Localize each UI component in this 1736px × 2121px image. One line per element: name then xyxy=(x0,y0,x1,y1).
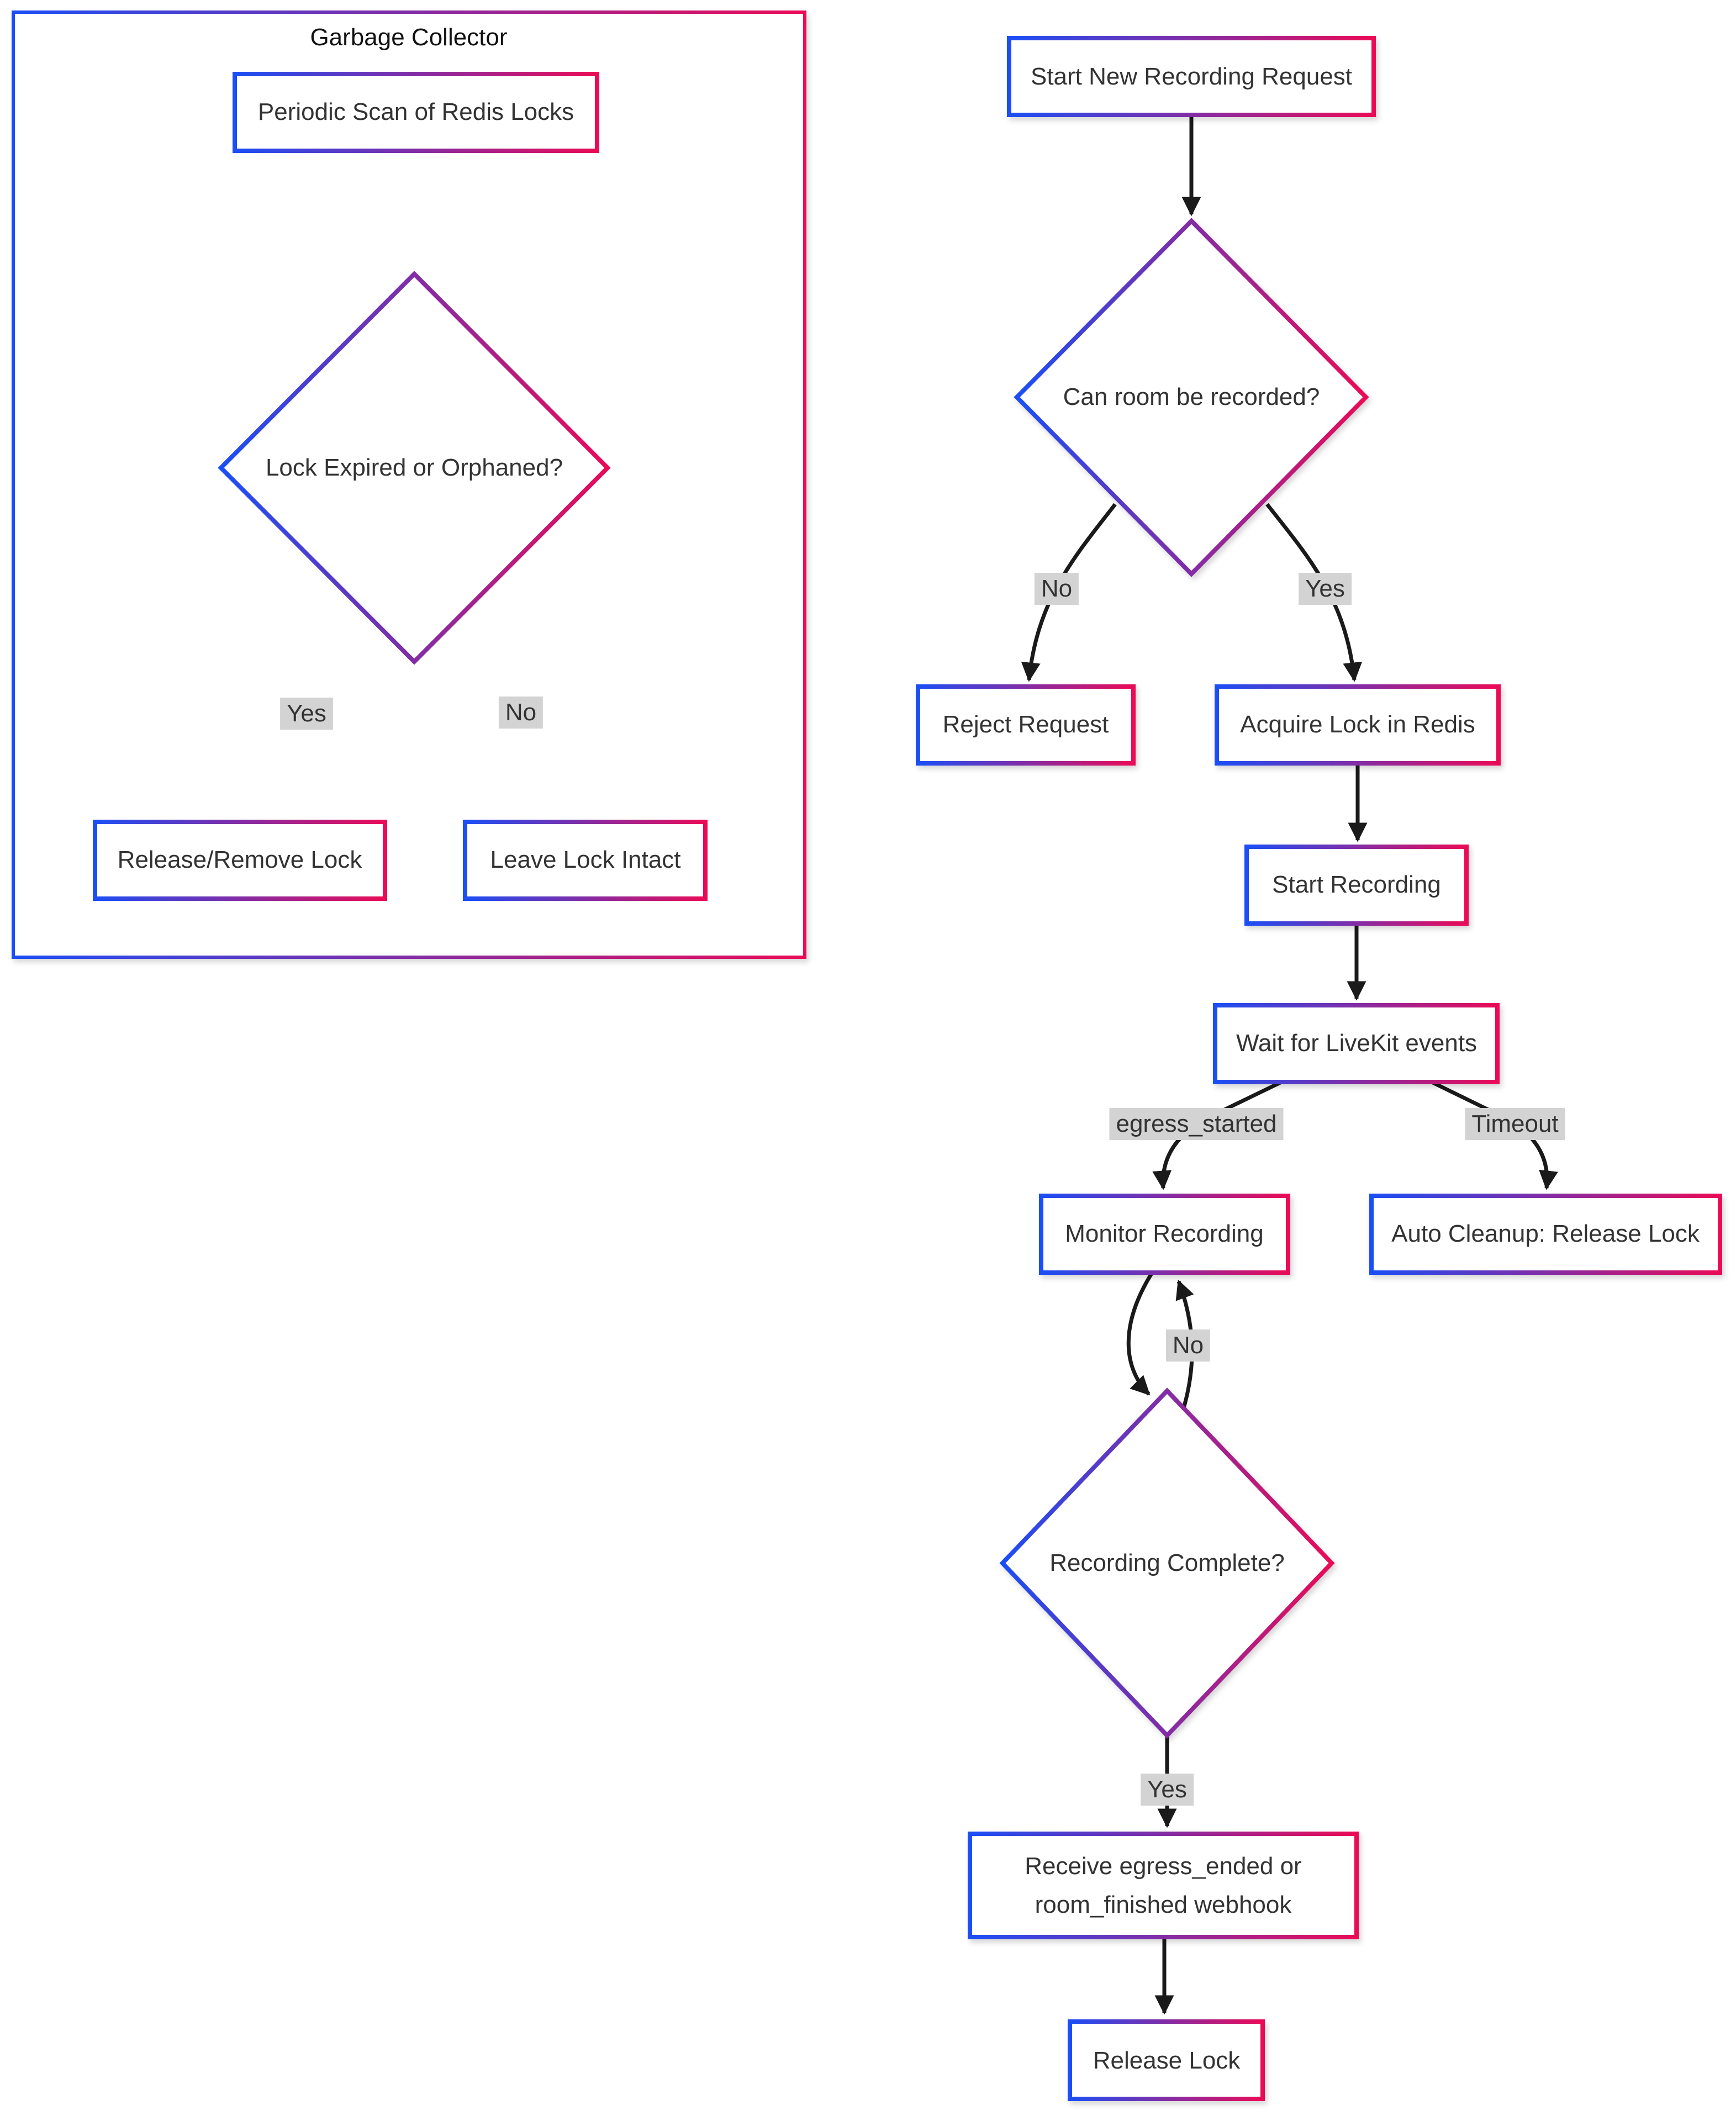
lock-expired-decision-label: Lock Expired or Orphaned? xyxy=(265,454,563,481)
receive-webhook-label-line1: Receive egress_ended or xyxy=(1025,1853,1302,1880)
node-wait-livekit-events-box xyxy=(1213,1003,1500,1084)
nodes-group xyxy=(12,10,1722,2101)
reject-request-label: Reject Request xyxy=(942,711,1109,738)
loop-no-edge-label: No xyxy=(1165,1329,1211,1362)
start-request-label: Start New Recording Request xyxy=(1030,63,1353,90)
edge-monitor-to-complete xyxy=(1126,1271,1154,1396)
right-yes-edge-label: Yes xyxy=(1299,573,1352,605)
node-lock-expired-diamond xyxy=(218,271,611,665)
receive-webhook-label-line2: room_finished webhook xyxy=(1035,1891,1292,1918)
left-yes-edge-label: Yes xyxy=(280,698,333,730)
node-release-lock-box xyxy=(1068,2019,1265,2101)
subgraph-title: Garbage Collector xyxy=(310,24,508,51)
monitor-recording-label: Monitor Recording xyxy=(1065,1220,1264,1247)
node-acquire-lock-box xyxy=(1215,684,1501,766)
release-lock-label: Release Lock xyxy=(1093,2047,1241,2074)
node-reject-request-box xyxy=(916,684,1136,766)
node-auto-cleanup-box xyxy=(1369,1194,1722,1275)
node-periodic-scan-box xyxy=(233,72,599,153)
egress-started-edge-label: egress_started xyxy=(1109,1108,1284,1140)
wait-livekit-events-label: Wait for LiveKit events xyxy=(1236,1030,1478,1057)
recording-complete-label: Recording Complete? xyxy=(1049,1549,1285,1576)
node-start-recording-box xyxy=(1244,845,1469,926)
acquire-lock-label: Acquire Lock in Redis xyxy=(1240,711,1475,738)
node-monitor-recording-box xyxy=(1039,1194,1290,1275)
node-recording-complete-diamond xyxy=(999,1387,1335,1739)
node-can-room-be-recorded-diamond xyxy=(1014,218,1369,577)
node-receive-webhook-box xyxy=(968,1832,1359,1939)
node-leave-lock-intact-box xyxy=(463,820,708,901)
start-recording-label: Start Recording xyxy=(1272,871,1441,898)
release-remove-lock-label: Release/Remove Lock xyxy=(117,846,362,873)
node-start-request-box xyxy=(1007,36,1376,117)
leave-lock-intact-label: Leave Lock Intact xyxy=(490,846,681,873)
periodic-scan-label: Periodic Scan of Redis Locks xyxy=(257,98,574,125)
complete-yes-edge-label: Yes xyxy=(1141,1774,1194,1806)
auto-cleanup-label: Auto Cleanup: Release Lock xyxy=(1391,1220,1700,1247)
node-release-remove-lock-box xyxy=(93,820,387,901)
left-no-edge-label: No xyxy=(498,697,544,729)
can-room-be-recorded-label: Can room be recorded? xyxy=(1063,383,1320,410)
timeout-edge-label: Timeout xyxy=(1465,1108,1565,1140)
right-no-edge-label: No xyxy=(1034,573,1079,605)
